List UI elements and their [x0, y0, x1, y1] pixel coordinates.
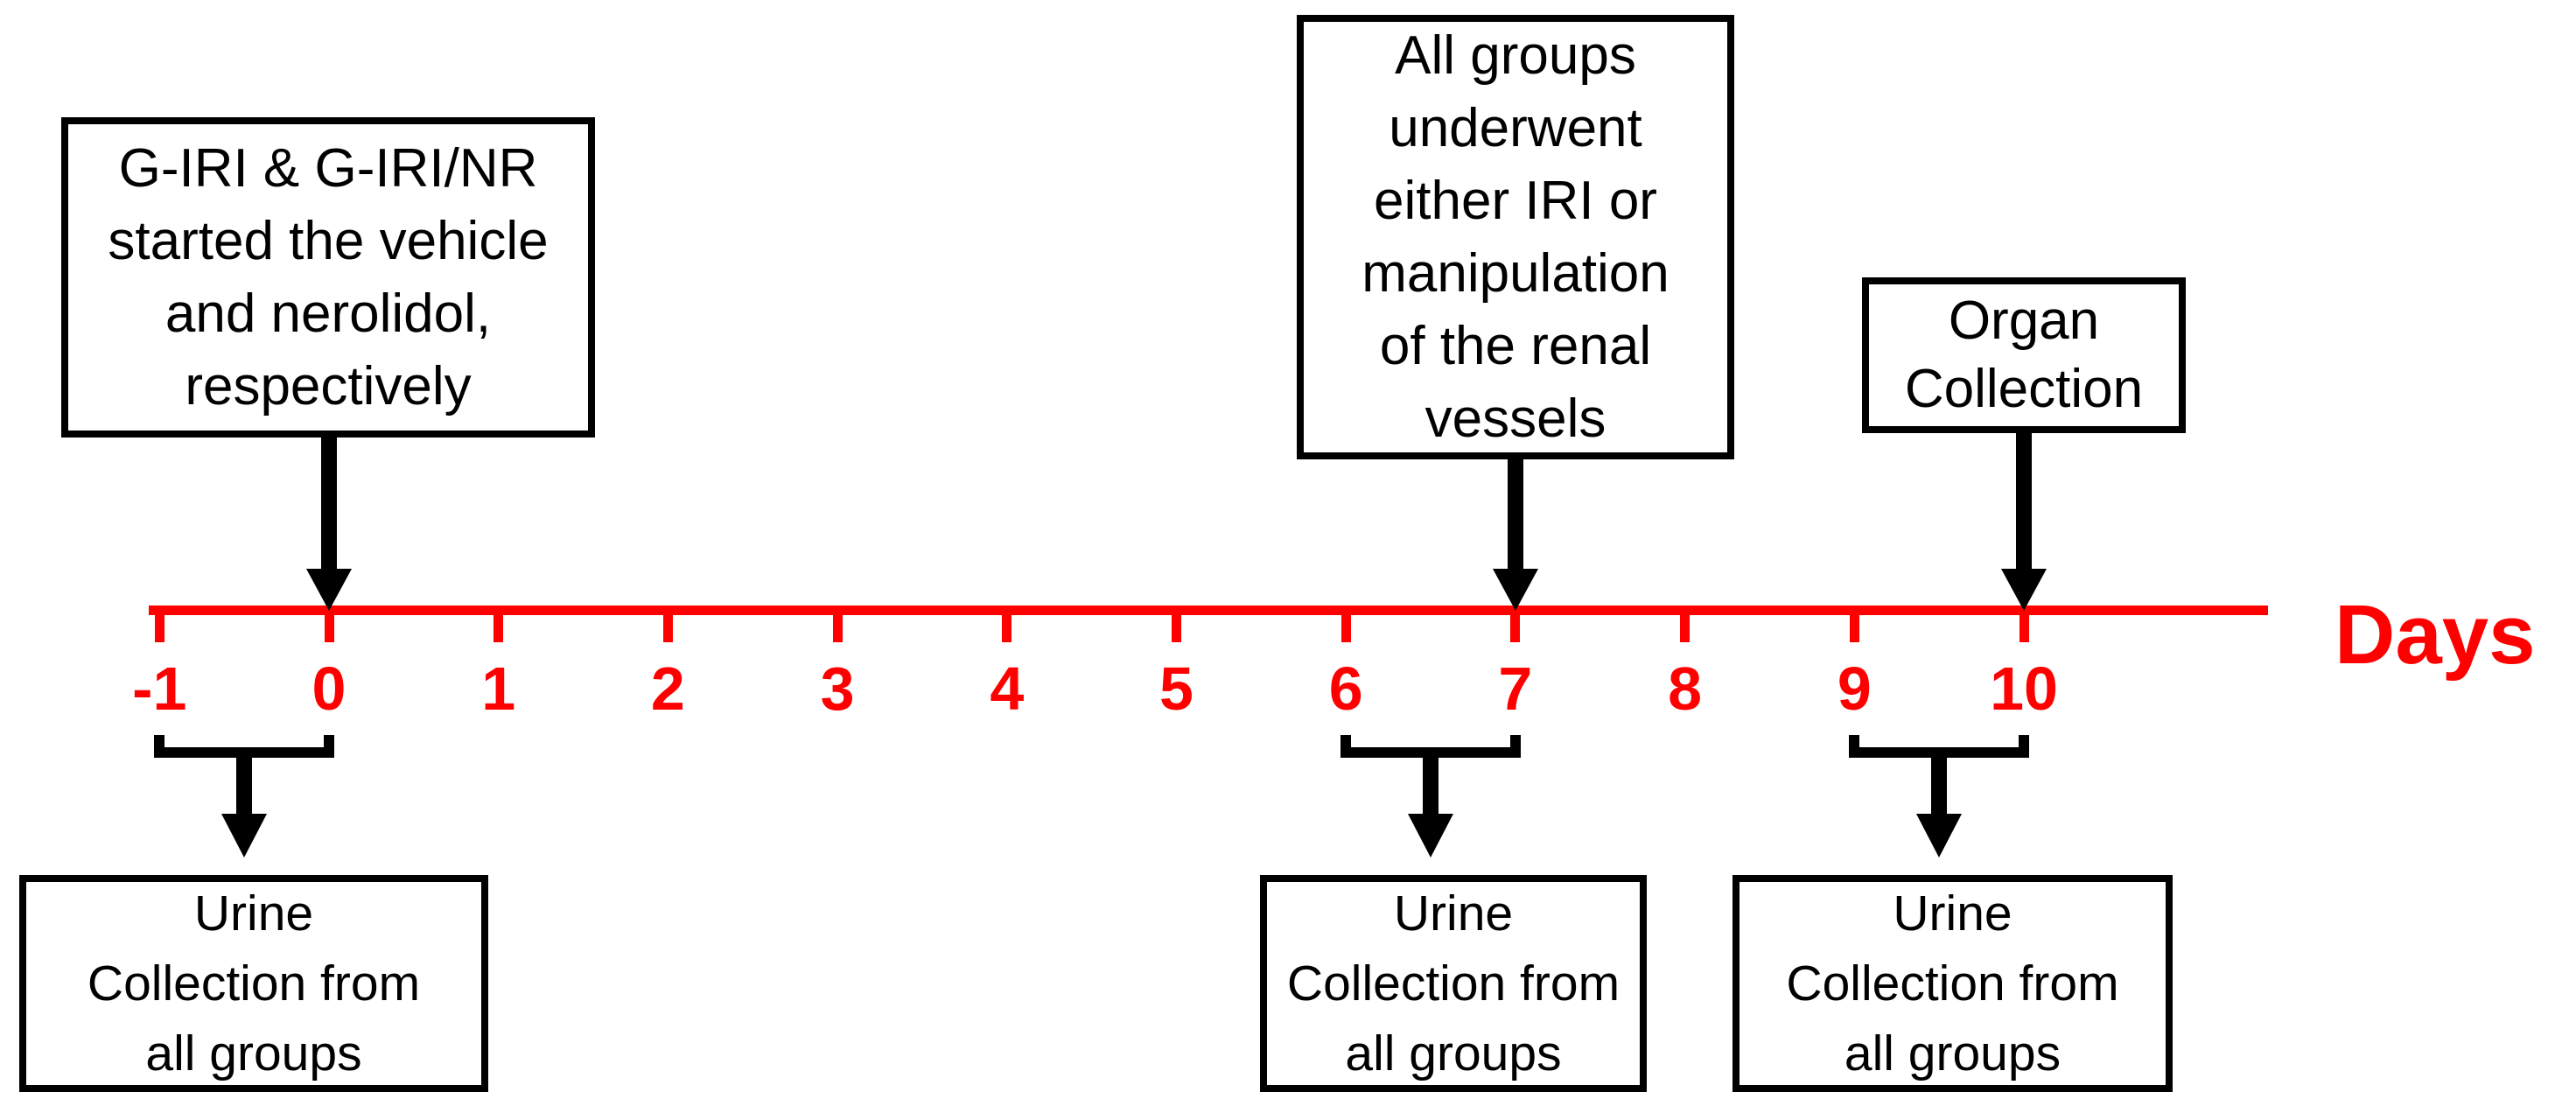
text-line: of the renal	[1379, 316, 1652, 376]
timeline-tick-label-day-4: 4	[990, 654, 1025, 723]
timeline-tick-label-day-6: 6	[1328, 654, 1363, 723]
arrow-stem-to-day-7	[1507, 459, 1523, 570]
timeline-tick-label-day-8: 8	[1668, 654, 1703, 723]
text-line: Urine	[193, 886, 314, 942]
timeline-tick-label-day-10: 10	[1990, 654, 2058, 723]
timeline-tick-day-10	[2019, 615, 2029, 642]
timeline-tick-day-2	[662, 615, 673, 642]
timeline-tick-day-5	[1172, 615, 1181, 642]
arrowhead-to-day-7	[1492, 569, 1538, 611]
bracket-bar-days-9-to-10	[1849, 747, 2029, 758]
bracket-arrow-stem-days--1-to-0	[236, 758, 253, 816]
event-box-iri-surgery: All groups underwent either IRI or manipula…	[1297, 15, 1734, 459]
text-line: respectively	[185, 356, 472, 416]
event-box-vehicle-nerolidol-text: G-IRI & G-IRI/NR started the vehicle and n…	[68, 132, 588, 423]
arrowhead-to-day-10	[2001, 569, 2047, 611]
bracket-arrowhead-days-9-to-10	[1916, 814, 1963, 858]
timeline-tick-label-day--1: -1	[132, 654, 187, 723]
text-line: Organ	[1948, 290, 2100, 351]
text-line: Urine	[1393, 886, 1514, 942]
text-line: Collection from	[1786, 956, 2119, 1012]
timeline-tick-day-3	[832, 615, 843, 642]
timeline-tick-day--1	[154, 615, 164, 642]
timeline-tick-day-9	[1849, 615, 1859, 642]
text-line: underwent	[1389, 98, 1642, 158]
timeline-tick-label-day-9: 9	[1837, 654, 1872, 723]
text-line: and nerolidol,	[164, 284, 492, 344]
timeline-tick-day-8	[1680, 615, 1690, 642]
text-line: vessels	[1424, 388, 1606, 449]
event-box-iri-surgery-text: All groups underwent either IRI or manipula…	[1304, 19, 1727, 455]
timeline-tick-label-day-7: 7	[1498, 654, 1533, 723]
text-line: all groups	[1345, 1026, 1562, 1082]
timeline-tick-day-0	[324, 615, 334, 642]
timeline-axis-line	[149, 606, 2268, 615]
timeline-tick-label-day-0: 0	[312, 654, 346, 723]
text-line: either IRI or	[1374, 171, 1657, 231]
text-line: all groups	[145, 1026, 362, 1082]
text-line: all groups	[1844, 1026, 2062, 1082]
arrow-stem-to-day-10	[2016, 433, 2032, 570]
timeline-tick-day-7	[1510, 615, 1521, 642]
text-line: All groups	[1395, 25, 1636, 86]
bracket-arrow-stem-days-6-to-7	[1423, 758, 1439, 816]
text-line: Urine	[1893, 886, 2012, 942]
text-line: started the vehicle	[108, 211, 549, 271]
arrowhead-to-day-0	[306, 569, 352, 611]
text-line: Collection	[1904, 359, 2144, 419]
event-box-vehicle-nerolidol-start: G-IRI & G-IRI/NR started the vehicle and n…	[61, 117, 595, 438]
timeline-axis-label: Days	[2334, 588, 2536, 682]
timeline-tick-label-day-2: 2	[650, 654, 685, 723]
bracket-arrowhead-days-6-to-7	[1408, 814, 1454, 858]
timeline-tick-day-6	[1340, 615, 1351, 642]
text-line: Collection from	[87, 956, 421, 1012]
text-line: G-IRI & G-IRI/NR	[118, 138, 538, 199]
timeline-tick-day-1	[494, 615, 504, 642]
text-line: Collection from	[1286, 956, 1620, 1012]
arrow-stem-to-day-0	[321, 438, 337, 570]
bracket-bar-days-6-to-7	[1340, 747, 1521, 758]
timeline-tick-label-day-1: 1	[481, 654, 516, 723]
bracket-arrow-stem-days-9-to-10	[1931, 758, 1948, 816]
bracket-bar-days--1-to-0	[154, 747, 334, 758]
timeline-tick-day-4	[1002, 615, 1012, 642]
text-line: manipulation	[1362, 243, 1670, 304]
bracket-arrowhead-days--1-to-0	[221, 814, 268, 858]
timeline-tick-label-day-3: 3	[820, 654, 855, 723]
timeline-tick-label-day-5: 5	[1159, 654, 1194, 723]
